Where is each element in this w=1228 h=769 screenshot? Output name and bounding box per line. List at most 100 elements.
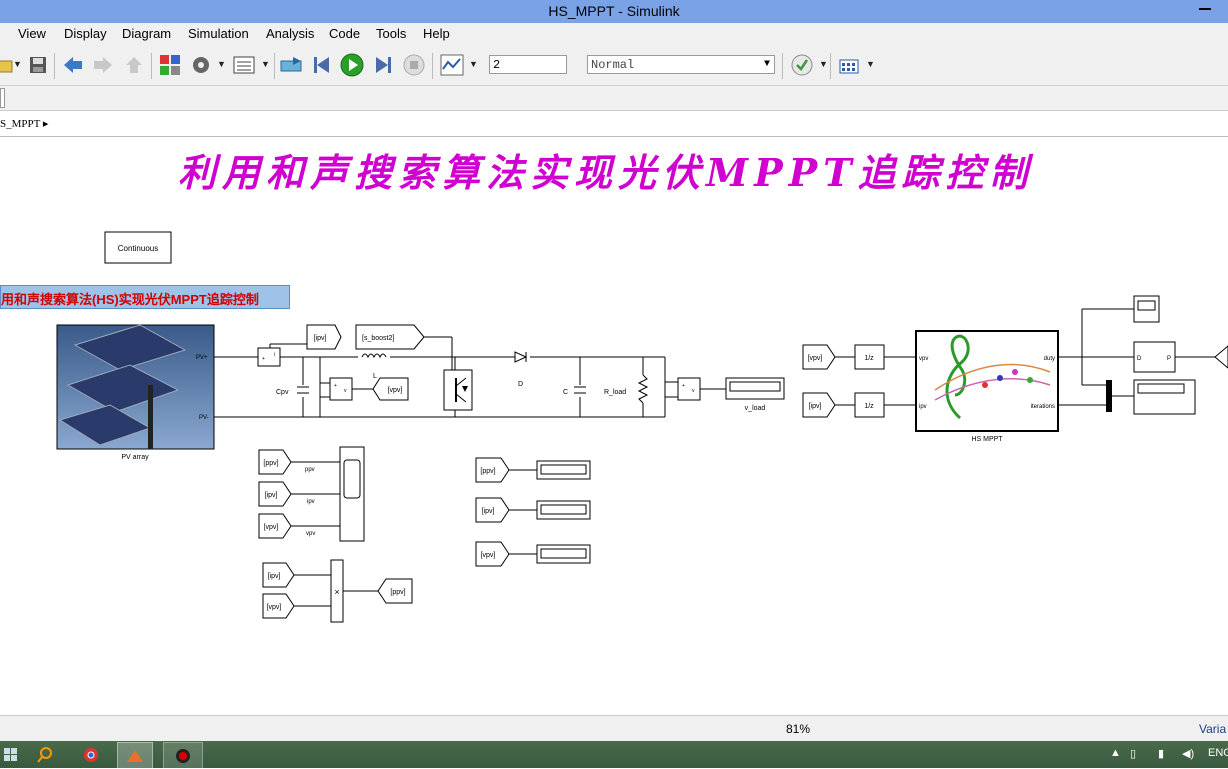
- title-bar: HS_MPPT - Simulink: [0, 0, 1228, 24]
- build-dropdown-icon[interactable]: ▼: [866, 59, 875, 69]
- ppv-display[interactable]: [536, 460, 591, 480]
- product-block[interactable]: ×: [330, 559, 344, 623]
- advisor-dropdown-icon[interactable]: ▼: [819, 59, 828, 69]
- inductor-l[interactable]: L: [358, 353, 390, 380]
- taskbar-search[interactable]: [32, 742, 58, 767]
- from-ipv-block[interactable]: [ipv]: [802, 392, 836, 418]
- step-forward-button[interactable]: [371, 53, 395, 77]
- taskbar-matlab[interactable]: [117, 742, 153, 769]
- from-s-boost-block[interactable]: [s_boost2]: [355, 324, 425, 350]
- svg-text:i: i: [274, 352, 275, 358]
- tray-arrow-icon[interactable]: ▲: [1110, 747, 1121, 759]
- mux-bar[interactable]: [1106, 380, 1112, 412]
- step-back-button[interactable]: [310, 53, 334, 77]
- load-voltage-measurement[interactable]: +v: [677, 377, 701, 401]
- menu-simulation[interactable]: Simulation: [188, 26, 249, 41]
- taskbar-recorder[interactable]: [163, 742, 203, 769]
- separator: [432, 53, 433, 79]
- powergui-label: Continuous: [118, 244, 158, 253]
- config-dropdown-icon[interactable]: ▼: [217, 59, 226, 69]
- duty-pulse-block[interactable]: D P: [1133, 341, 1176, 373]
- voltage-measurement-block[interactable]: +v: [329, 377, 353, 401]
- v-load-display[interactable]: v_load: [725, 377, 785, 412]
- matlab-icon: [127, 749, 143, 762]
- model-explorer-button[interactable]: [232, 53, 256, 77]
- open-dropdown-icon[interactable]: ▼: [13, 59, 22, 69]
- iterations-display[interactable]: [1133, 379, 1196, 415]
- model-canvas[interactable]: Continuous PV array PV+ PV-: [0, 137, 1228, 715]
- run-button[interactable]: [340, 53, 364, 77]
- build-button[interactable]: [837, 53, 861, 77]
- model-advisor-button[interactable]: [790, 53, 814, 77]
- from-ipv-label: [ipv]: [809, 403, 822, 410]
- powergui-block[interactable]: Continuous: [104, 231, 172, 264]
- unit-delay-1[interactable]: 1/z: [854, 344, 885, 370]
- menu-view[interactable]: View: [18, 26, 46, 41]
- from-ppv-display[interactable]: [ppv]: [475, 457, 510, 483]
- vpv-display[interactable]: [536, 544, 591, 564]
- load-resistor[interactable]: R_load: [604, 374, 649, 404]
- simulation-mode-value: Normal: [591, 58, 635, 72]
- from-vpv-display[interactable]: [vpv]: [475, 541, 510, 567]
- from-vpv-label: [vpv]: [264, 524, 279, 531]
- igbt-switch-block[interactable]: [443, 369, 473, 411]
- taskbar-chrome[interactable]: [78, 742, 104, 767]
- language-indicator[interactable]: ENG: [1208, 747, 1228, 759]
- minimize-button[interactable]: [1182, 0, 1228, 20]
- from-ipv-label: [ipv]: [265, 492, 278, 499]
- library-browser-button[interactable]: [158, 53, 182, 77]
- menu-analysis[interactable]: Analysis: [266, 26, 315, 41]
- pv-array-block[interactable]: PV array PV+ PV-: [56, 324, 215, 461]
- ipv-display[interactable]: [536, 500, 591, 520]
- goto-vpv-block[interactable]: [vpv]: [372, 377, 409, 401]
- scope-block[interactable]: [339, 446, 365, 542]
- explorer-dropdown-icon[interactable]: ▼: [261, 59, 270, 69]
- update-diagram-button[interactable]: [279, 53, 303, 77]
- hs-mppt-block[interactable]: vpv ipv duty iterations HS MPPT: [915, 330, 1059, 443]
- svg-text:+: +: [682, 383, 685, 389]
- cpv-capacitor[interactable]: Cpv: [276, 385, 309, 397]
- up-button[interactable]: [122, 53, 146, 77]
- start-button[interactable]: [0, 742, 22, 767]
- separator: [782, 53, 783, 79]
- pv-array-label: PV array: [121, 454, 149, 461]
- signal-icon[interactable]: ▮: [1158, 748, 1165, 760]
- forward-button[interactable]: [91, 53, 115, 77]
- open-button[interactable]: [0, 53, 16, 77]
- menu-tools[interactable]: Tools: [376, 26, 407, 41]
- save-button[interactable]: [26, 53, 50, 77]
- build-icon: [839, 59, 859, 74]
- duty-display[interactable]: [1133, 295, 1160, 323]
- network-icon[interactable]: ▯: [1130, 748, 1137, 760]
- menu-help[interactable]: Help: [423, 26, 450, 41]
- menu-code[interactable]: Code: [329, 26, 361, 41]
- selected-annotation[interactable]: 用和声搜索算法(HS)实现光伏MPPT追踪控制: [0, 285, 290, 309]
- back-button[interactable]: [61, 53, 85, 77]
- inspector-dropdown-icon[interactable]: ▼: [469, 59, 478, 69]
- output-capacitor[interactable]: C: [563, 385, 586, 397]
- stop-time-input[interactable]: 2: [489, 55, 567, 74]
- from-vpv-scope[interactable]: [vpv]: [258, 513, 292, 539]
- menu-display[interactable]: Display: [64, 26, 107, 41]
- from-ipv-product[interactable]: [ipv]: [262, 562, 295, 588]
- goto-s-boost-block[interactable]: [1214, 345, 1228, 369]
- menu-diagram[interactable]: Diagram: [122, 26, 172, 41]
- volume-icon[interactable]: ◀): [1182, 748, 1195, 760]
- from-vpv-block[interactable]: [vpv]: [802, 344, 836, 370]
- model-config-button[interactable]: [189, 53, 213, 77]
- diode-d[interactable]: D: [514, 351, 528, 388]
- from-ipv-display[interactable]: [ipv]: [475, 497, 510, 523]
- simulation-data-inspector-button[interactable]: [440, 53, 464, 77]
- unit-delay-2[interactable]: 1/z: [854, 392, 885, 418]
- current-measurement-block[interactable]: +i: [257, 347, 281, 367]
- goto-ppv-block[interactable]: [ppv]: [377, 578, 413, 604]
- goto-ipv-block[interactable]: [ipv]: [306, 324, 342, 350]
- from-ppv-scope[interactable]: [ppv]: [258, 449, 292, 475]
- from-ipv-scope[interactable]: [ipv]: [258, 481, 292, 507]
- simulation-mode-select[interactable]: Normal ▼: [587, 55, 775, 74]
- breadcrumb-model[interactable]: S_MPPT ▸: [0, 118, 49, 130]
- hide-explorer-toggle[interactable]: [0, 88, 5, 108]
- from-vpv-product[interactable]: [vpv]: [262, 593, 295, 619]
- zoom-level: 81%: [786, 722, 811, 736]
- stop-button[interactable]: [402, 53, 426, 77]
